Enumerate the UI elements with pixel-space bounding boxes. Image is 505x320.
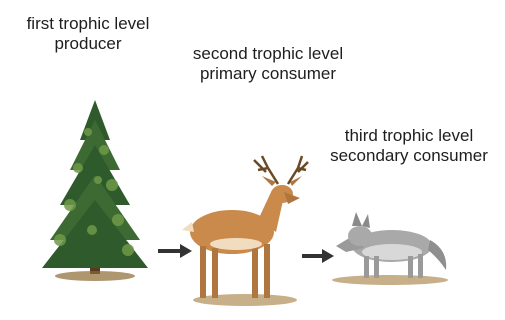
deer-icon	[182, 156, 308, 306]
arrow-primary-to-secondary	[302, 249, 334, 263]
pine-tree-icon	[42, 100, 148, 281]
arrow-producer-to-primary	[158, 244, 192, 258]
wolf-icon	[332, 212, 448, 285]
